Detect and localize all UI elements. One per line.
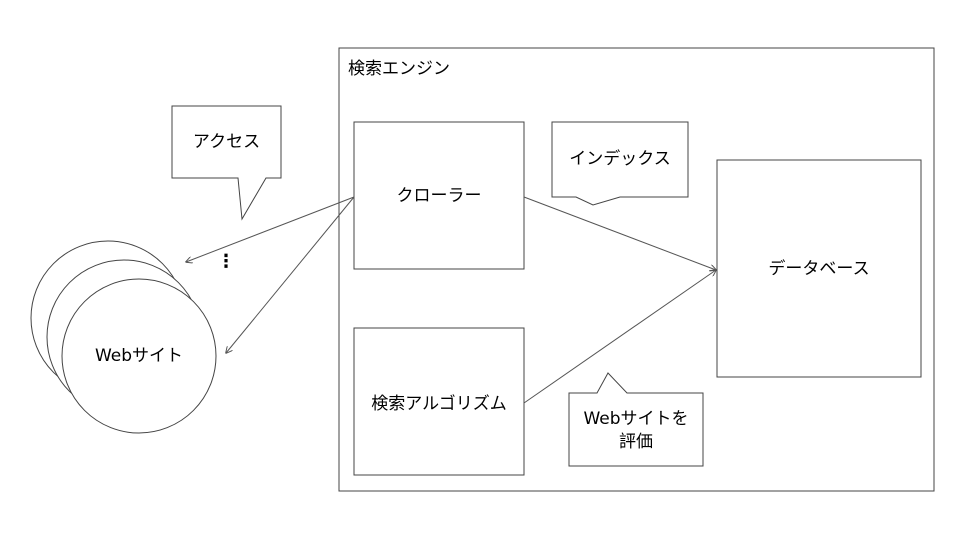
arrow-crawler-to-website-upper xyxy=(186,196,355,262)
evaluate-callout-label-line1: Webサイトを xyxy=(583,409,689,429)
arrow-crawler-to-website-lower xyxy=(226,196,355,353)
arrow-crawler-to-database xyxy=(523,196,716,270)
index-callout-label: インデックス xyxy=(569,149,671,169)
arrow-algorithm-to-database xyxy=(523,270,716,404)
access-callout-label: アクセス xyxy=(192,132,261,152)
database-label: データベース xyxy=(768,259,870,279)
crawler-box xyxy=(353,121,525,270)
algorithm-box xyxy=(353,327,525,476)
algorithm-label: 検索アルゴリズム xyxy=(371,394,507,414)
website-circle-front xyxy=(61,278,217,434)
website-label: Webサイト xyxy=(94,346,184,366)
ellipsis-icon: ⋮ xyxy=(217,251,235,272)
evaluate-callout-label-line2: 評価 xyxy=(619,432,653,452)
search-engine-frame xyxy=(338,47,935,492)
access-callout xyxy=(171,105,282,221)
crawler-label: クローラー xyxy=(396,186,482,206)
evaluate-callout xyxy=(568,372,704,467)
database-box xyxy=(716,159,922,378)
index-callout xyxy=(551,121,689,206)
search-engine-title: 検索エンジン xyxy=(348,59,450,79)
